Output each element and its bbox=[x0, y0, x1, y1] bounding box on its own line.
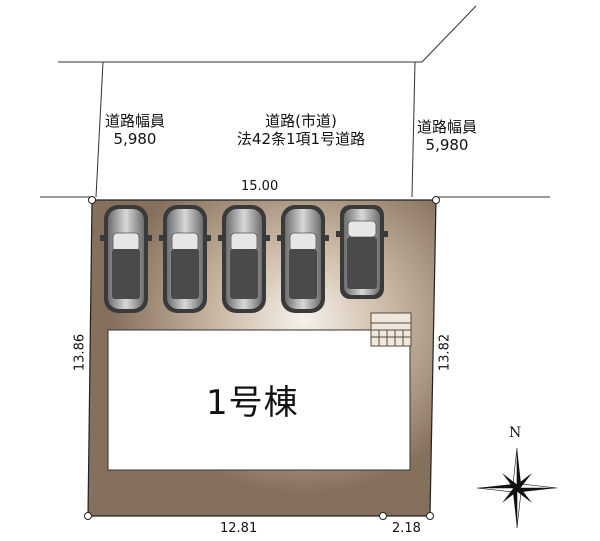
road-title-line1: 道路(市道) bbox=[265, 112, 337, 130]
compass-north-label: N bbox=[509, 425, 522, 441]
building-label: 1号棟 bbox=[206, 383, 299, 423]
car-2 bbox=[159, 205, 211, 313]
compass-rose-icon bbox=[476, 447, 558, 529]
boundary-markers bbox=[84, 196, 440, 520]
road-width-left-value: 5,980 bbox=[113, 130, 157, 148]
road-lines bbox=[40, 5, 550, 198]
car-1 bbox=[100, 205, 152, 313]
entrance-steps bbox=[370, 312, 412, 347]
road-title-line2: 法42条1項1号道路 bbox=[236, 130, 366, 148]
car-3 bbox=[218, 205, 270, 313]
road-width-line-right bbox=[411, 61, 416, 198]
dimension-bottom-main: 12.81 bbox=[220, 521, 258, 536]
road-width-right-label: 道路幅員 bbox=[417, 118, 478, 136]
building-footprint bbox=[107, 329, 411, 471]
dimension-left: 13.86 bbox=[72, 333, 88, 372]
dimension-bottom-short: 2.18 bbox=[392, 521, 421, 536]
road-width-right-value: 5,980 bbox=[425, 136, 469, 154]
road-title: 道路(市道) 法42条1項1号道路 bbox=[206, 112, 396, 148]
dimension-right: 13.82 bbox=[437, 333, 453, 372]
car-5 bbox=[336, 205, 388, 299]
road-width-right: 道路幅員 5,980 bbox=[417, 118, 477, 154]
road-width-left-label: 道路幅員 bbox=[105, 112, 166, 130]
road-width-left: 道路幅員 5,980 bbox=[105, 112, 165, 148]
car-4 bbox=[277, 205, 329, 313]
dimension-top: 15.00 bbox=[241, 179, 279, 194]
road-width-line-left bbox=[95, 61, 104, 198]
road-diagonal-edge bbox=[421, 5, 477, 63]
